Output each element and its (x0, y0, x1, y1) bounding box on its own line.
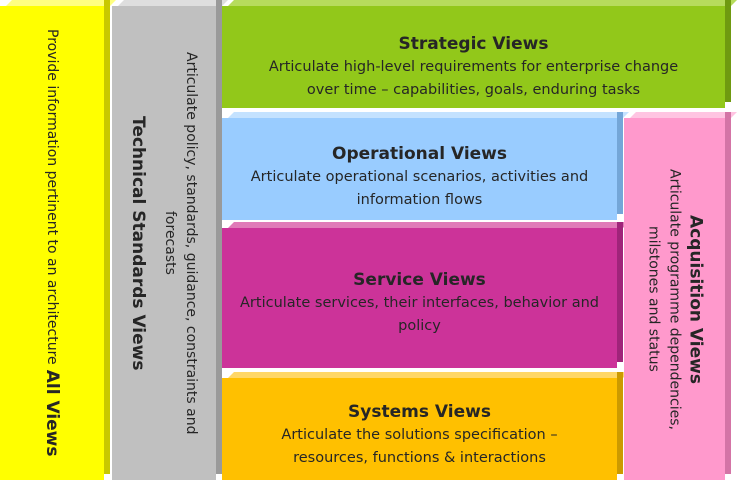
operational-views-title: Operational Views (332, 144, 507, 164)
service-views-description: Articulate services, their interfaces, b… (240, 295, 599, 334)
strategic-views-description: Articulate high-level requirements for e… (268, 59, 679, 98)
strategic-views-block: Strategic Views Articulate high-level re… (222, 0, 731, 108)
acquisition-views-title: Acquisition Views (685, 214, 706, 384)
technical-standards-views-block: Articulate policy, standards, guidance, … (112, 0, 222, 480)
all-views-description: Provide information pertinent to an arch… (44, 29, 60, 365)
all-views-title: All Views (42, 369, 62, 457)
systems-views-title: Systems Views (348, 402, 491, 422)
service-views-title: Service Views (353, 270, 486, 290)
acquisition-views-block: Acquisition Views Articulate programme d… (624, 112, 731, 480)
operational-views-block: Operational Views Articulate operational… (222, 112, 623, 220)
systems-views-block: Systems Views Articulate the solutions s… (222, 372, 623, 480)
systems-views-description: Articulate the solutions specification –… (281, 427, 558, 466)
service-views-block: Service Views Articulate services, their… (222, 222, 623, 368)
strategic-views-title: Strategic Views (398, 34, 549, 54)
technical-standards-views-description: Articulate policy, standards, guidance, … (162, 51, 199, 435)
operational-views-description: Articulate operational scenarios, activi… (250, 169, 589, 208)
technical-standards-views-title: Technical Standards Views (128, 115, 148, 371)
acquisition-views-description: Articulate programme dependencies, milst… (645, 168, 683, 430)
all-views-block: Provide information pertinent to an arch… (0, 0, 110, 480)
